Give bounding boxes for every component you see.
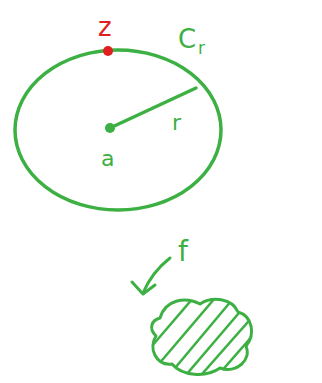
- radius-label: r: [172, 112, 181, 134]
- map-label: f: [178, 238, 188, 266]
- center-label: a: [101, 148, 114, 170]
- arrow-head: [132, 282, 155, 294]
- center-dot: [105, 123, 115, 133]
- map-arrow: [143, 258, 170, 293]
- hatching: [140, 290, 270, 382]
- circle-label: C: [178, 26, 196, 52]
- point-label: z: [98, 14, 112, 40]
- radius-line: [110, 88, 196, 128]
- circle-cr: [15, 50, 221, 210]
- point-z: [103, 46, 113, 56]
- circle-subscript: r: [198, 40, 205, 57]
